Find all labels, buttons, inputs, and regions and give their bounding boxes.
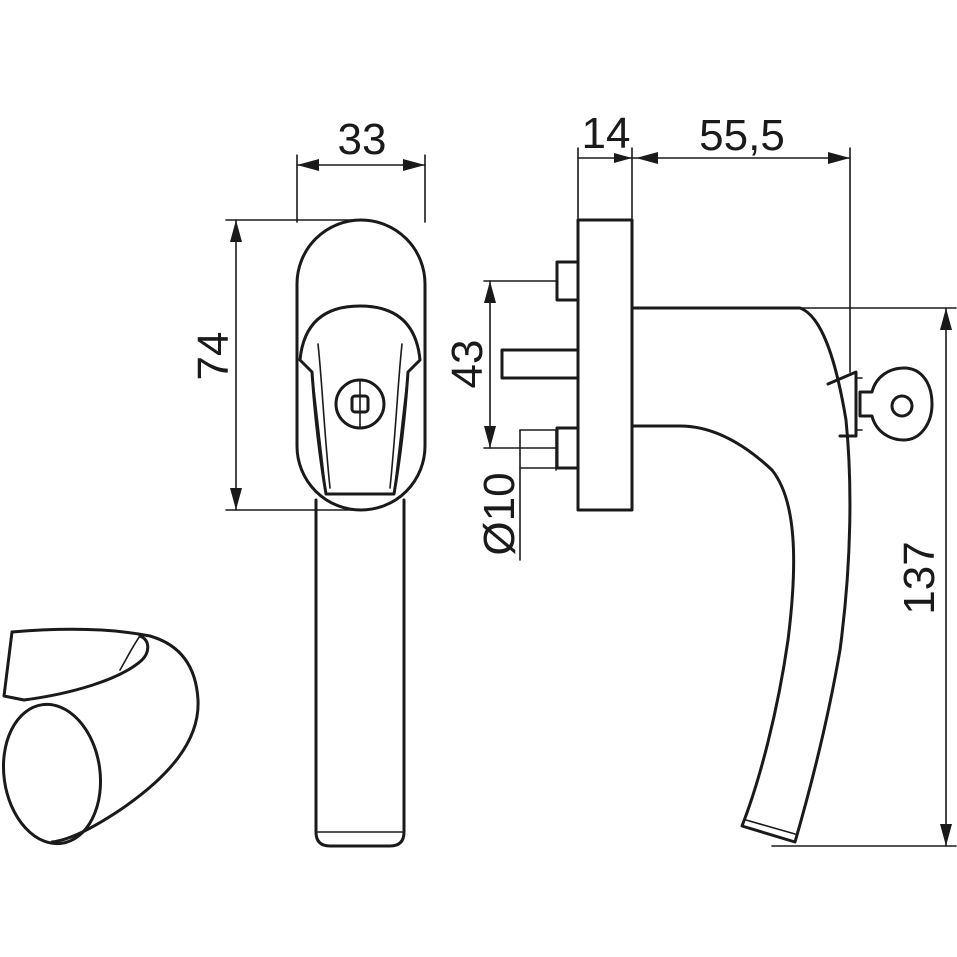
- front-facet-right: [393, 359, 421, 495]
- dim-74-arrow-bottom: [230, 488, 242, 510]
- grip-end-face: [1, 702, 103, 846]
- dim-43-label: 43: [443, 340, 492, 389]
- side-bolt-bottom: [555, 426, 580, 470]
- side-spindle: [500, 348, 580, 380]
- dim-55-label: 55,5: [699, 111, 785, 160]
- dim-55-arrow-right: [828, 152, 850, 164]
- dim-33-arrow-right: [403, 159, 425, 171]
- front-view: 33 74: [189, 115, 427, 848]
- dim-137-label: 137: [895, 541, 944, 614]
- front-lever-stem: [314, 498, 406, 848]
- dim-137-arrow-top: [940, 308, 952, 330]
- grip-fold-line: [22, 634, 150, 702]
- front-facet-left-inner: [317, 343, 331, 489]
- grip-perspective-view: [1, 627, 200, 846]
- side-rosette-plate: [576, 218, 634, 512]
- dim-43-arrow-bottom: [484, 426, 496, 448]
- front-facet-right-inner: [389, 343, 403, 489]
- key-icon: [858, 366, 934, 442]
- dim-33-label: 33: [338, 115, 387, 164]
- front-rosette: [295, 218, 427, 512]
- dim-55-arrow-left: [636, 152, 658, 164]
- dim-d10-label: Ø10: [475, 472, 524, 555]
- dim-74-arrow-top: [230, 220, 242, 242]
- side-lock-cylinder: [826, 370, 858, 438]
- dim-14-arrow-right: [614, 153, 632, 163]
- grip-top-left-edge: [2, 630, 26, 702]
- key-hole: [890, 394, 914, 418]
- dim-74-label: 74: [189, 332, 238, 381]
- dim-137-arrow-bottom: [940, 824, 952, 846]
- side-bolt-top: [555, 260, 580, 302]
- dim-33-arrow-left: [297, 159, 319, 171]
- side-view: 14 55,5 43 Ø10 137: [443, 109, 957, 847]
- side-lever-end-line: [745, 819, 796, 835]
- front-facet-left: [299, 359, 327, 495]
- dim-14-label: 14: [582, 109, 631, 158]
- side-lever-profile: [630, 306, 852, 844]
- dim-43-arrow-top: [484, 281, 496, 303]
- grip-inner-fold: [119, 635, 141, 671]
- grip-top-surface: [10, 627, 200, 844]
